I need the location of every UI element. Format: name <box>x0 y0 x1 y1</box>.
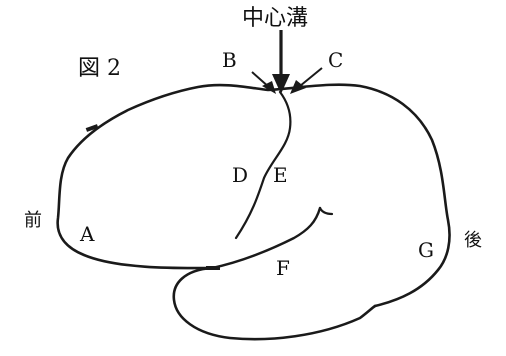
c-arrow-shaft <box>299 67 323 87</box>
label-g: G <box>418 238 434 262</box>
outline-mark-top <box>85 124 99 132</box>
c-arrow-head <box>290 80 306 94</box>
central-sulcus <box>234 90 292 240</box>
lateral-fissure-branch <box>318 206 334 216</box>
b-arrow-head <box>262 81 276 94</box>
label-f: F <box>276 256 290 280</box>
label-d: D <box>232 163 249 187</box>
figure-label: 図 2 <box>78 56 121 81</box>
label-c: C <box>328 48 344 72</box>
label-b: B <box>222 48 237 72</box>
back-label: 後 <box>464 230 482 251</box>
front-label: 前 <box>24 210 42 231</box>
central-sulcus-arrow-head <box>272 74 290 94</box>
brain-outline <box>56 83 451 308</box>
label-e: E <box>273 163 288 187</box>
central-sulcus-label: 中心溝 <box>242 6 309 31</box>
temporal-lobe-outline <box>172 266 377 341</box>
label-a: A <box>80 222 95 246</box>
lateral-fissure <box>210 206 322 270</box>
outline-mark-fissure <box>206 266 220 270</box>
